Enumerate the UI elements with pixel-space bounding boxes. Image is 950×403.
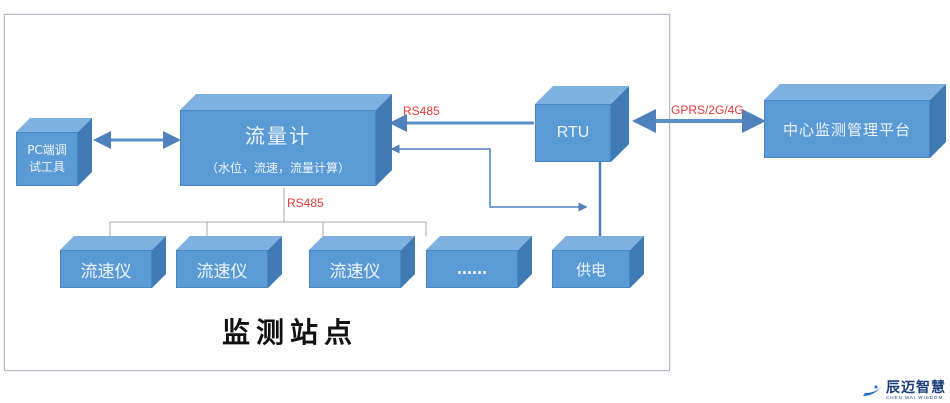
logo-name-cn: 辰迈智慧 bbox=[886, 380, 946, 396]
sensor-label: 流速仪 bbox=[329, 261, 381, 282]
sensor-label: 流速仪 bbox=[80, 261, 132, 282]
sensor-bus bbox=[109, 221, 427, 236]
flowmeter-subtitle: （水位，流速，流量计算） bbox=[205, 161, 350, 175]
power-label: 供电 bbox=[575, 260, 606, 279]
flowmeter-title: 流量计 bbox=[245, 124, 311, 148]
flowmeter-power-loop-link bbox=[390, 144, 588, 212]
logo-name-en: CHEN MAI WISDOM bbox=[886, 395, 944, 400]
logo-swoosh-icon bbox=[863, 385, 882, 396]
pc-tool-label-line2: 试工具 bbox=[28, 160, 65, 174]
more-sensors-label: …… bbox=[457, 260, 487, 278]
platform-protocol-label: GPRS/2G/4G bbox=[671, 103, 744, 117]
rtu-flowmeter-protocol-label: RS485 bbox=[403, 104, 440, 118]
rtu-label: RTU bbox=[556, 124, 590, 141]
pc-tool-label-line1: PC端调 bbox=[27, 143, 67, 157]
sensor-bus-protocol-label: RS485 bbox=[287, 196, 324, 210]
sensor-label: 流速仪 bbox=[196, 261, 248, 282]
monitoring-station-label: 监测站点 bbox=[222, 316, 359, 349]
platform-label: 中心监测管理平台 bbox=[782, 120, 911, 139]
company-logo: 辰迈智慧 CHEN MAI WISDOM bbox=[862, 381, 946, 400]
